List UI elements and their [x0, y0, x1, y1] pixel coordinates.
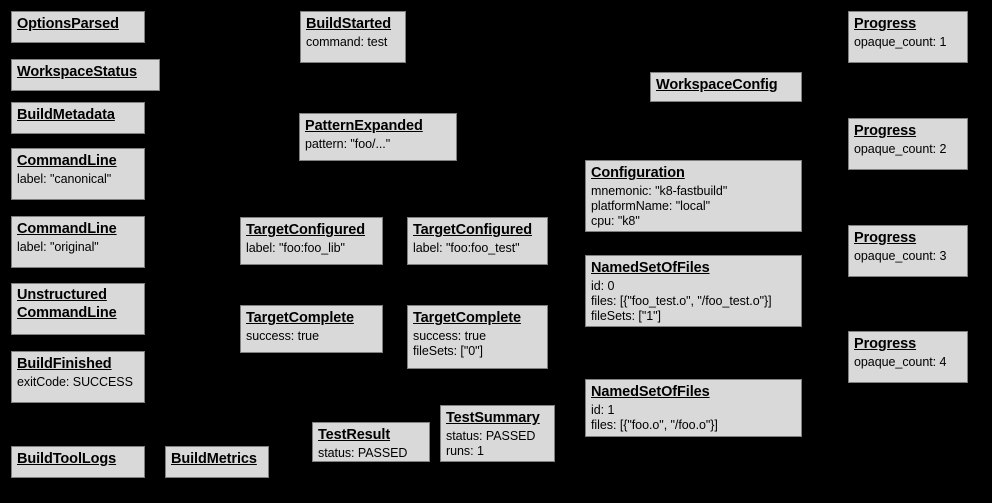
event-node-fields: success: true	[246, 328, 319, 343]
event-node-fields: label: "original"	[17, 239, 99, 254]
event-node-title: Unstructured CommandLine	[17, 287, 117, 321]
event-node-title: Configuration	[591, 165, 685, 181]
event-node-build-finished[interactable]: BuildFinished exitCode: SUCCESS	[11, 351, 145, 403]
event-node-fields: status: PASSED runs: 1	[446, 428, 536, 458]
event-node-fields: label: "foo:foo_test"	[413, 240, 520, 255]
event-node-fields: opaque_count: 4	[854, 354, 947, 369]
event-node-title: BuildFinished	[17, 356, 112, 372]
event-node-fields: command: test	[306, 34, 388, 49]
event-node-command-line-canonical[interactable]: CommandLine label: "canonical"	[11, 148, 145, 200]
event-node-target-configured-lib[interactable]: TargetConfigured label: "foo:foo_lib"	[240, 217, 383, 265]
event-node-fields: id: 0 files: [{"foo_test.o", "/foo_test.…	[591, 278, 772, 324]
event-node-unstructured-cmdline[interactable]: Unstructured CommandLine	[11, 283, 145, 335]
event-node-named-set-of-files-0[interactable]: NamedSetOfFiles id: 0 files: [{"foo_test.…	[585, 255, 802, 327]
event-node-fields: id: 1 files: [{"foo.o", "/foo.o"}]	[591, 402, 718, 432]
event-node-build-metrics[interactable]: BuildMetrics	[165, 446, 269, 478]
event-node-fields: opaque_count: 3	[854, 248, 947, 263]
event-node-command-line-original[interactable]: CommandLine label: "original"	[11, 216, 145, 268]
event-node-title: Progress	[854, 230, 917, 246]
event-node-progress-4[interactable]: Progress opaque_count: 4	[848, 331, 968, 383]
event-node-title: BuildMetadata	[17, 107, 115, 123]
event-node-fields: success: true fileSets: ["0"]	[413, 328, 486, 358]
event-node-named-set-of-files-1[interactable]: NamedSetOfFiles id: 1 files: [{"foo.o", "…	[585, 379, 802, 437]
event-node-workspace-config[interactable]: WorkspaceConfig	[650, 72, 802, 102]
event-node-fields: opaque_count: 2	[854, 141, 947, 156]
event-node-pattern-expanded[interactable]: PatternExpanded pattern: "foo/..."	[299, 113, 457, 161]
event-node-fields: status: PASSED	[318, 445, 408, 460]
event-node-build-started[interactable]: BuildStarted command: test	[300, 11, 406, 63]
event-node-fields: mnemonic: "k8-fastbuild" platformName: "…	[591, 183, 728, 229]
event-node-target-complete-lib[interactable]: TargetComplete success: true	[240, 305, 383, 353]
event-node-title: TestSummary	[446, 410, 540, 426]
event-node-configuration[interactable]: Configuration mnemonic: "k8-fastbuild" pl…	[585, 160, 802, 232]
event-node-title: OptionsParsed	[17, 16, 119, 32]
event-node-title: CommandLine	[17, 153, 117, 169]
event-node-build-metadata[interactable]: BuildMetadata	[11, 102, 145, 134]
event-node-fields: opaque_count: 1	[854, 34, 947, 49]
event-node-fields: label: "canonical"	[17, 171, 112, 186]
event-node-progress-1[interactable]: Progress opaque_count: 1	[848, 11, 968, 63]
event-node-title: BuildMetrics	[171, 451, 257, 467]
event-node-title: BuildToolLogs	[17, 451, 117, 467]
event-node-title: WorkspaceStatus	[17, 64, 137, 80]
event-node-fields: pattern: "foo/..."	[305, 136, 391, 151]
event-node-title: NamedSetOfFiles	[591, 384, 710, 400]
event-node-target-complete-test[interactable]: TargetComplete success: true fileSets: ["…	[407, 305, 548, 369]
event-node-workspace-status[interactable]: WorkspaceStatus	[11, 59, 160, 91]
event-node-options-parsed[interactable]: OptionsParsed	[11, 11, 145, 43]
event-node-progress-3[interactable]: Progress opaque_count: 3	[848, 225, 968, 277]
event-node-title: TargetConfigured	[413, 222, 532, 238]
event-node-title: TargetComplete	[413, 310, 521, 326]
event-node-title: PatternExpanded	[305, 118, 423, 134]
event-node-build-tool-logs[interactable]: BuildToolLogs	[11, 446, 145, 478]
event-node-title: TargetComplete	[246, 310, 354, 326]
event-node-title: Progress	[854, 123, 917, 139]
event-node-title: TargetConfigured	[246, 222, 365, 238]
event-node-title: NamedSetOfFiles	[591, 260, 710, 276]
event-node-progress-2[interactable]: Progress opaque_count: 2	[848, 118, 968, 170]
event-node-fields: label: "foo:foo_lib"	[246, 240, 345, 255]
event-node-title: TestResult	[318, 427, 391, 443]
event-node-title: BuildStarted	[306, 16, 392, 32]
event-node-target-configured-test[interactable]: TargetConfigured label: "foo:foo_test"	[407, 217, 548, 265]
event-node-test-summary[interactable]: TestSummary status: PASSED runs: 1	[440, 405, 555, 462]
event-node-test-result[interactable]: TestResult status: PASSED	[312, 422, 430, 462]
event-node-title: Progress	[854, 16, 917, 32]
event-node-title: WorkspaceConfig	[656, 77, 778, 93]
event-node-title: Progress	[854, 336, 917, 352]
event-node-title: CommandLine	[17, 221, 117, 237]
event-node-fields: exitCode: SUCCESS	[17, 374, 133, 389]
